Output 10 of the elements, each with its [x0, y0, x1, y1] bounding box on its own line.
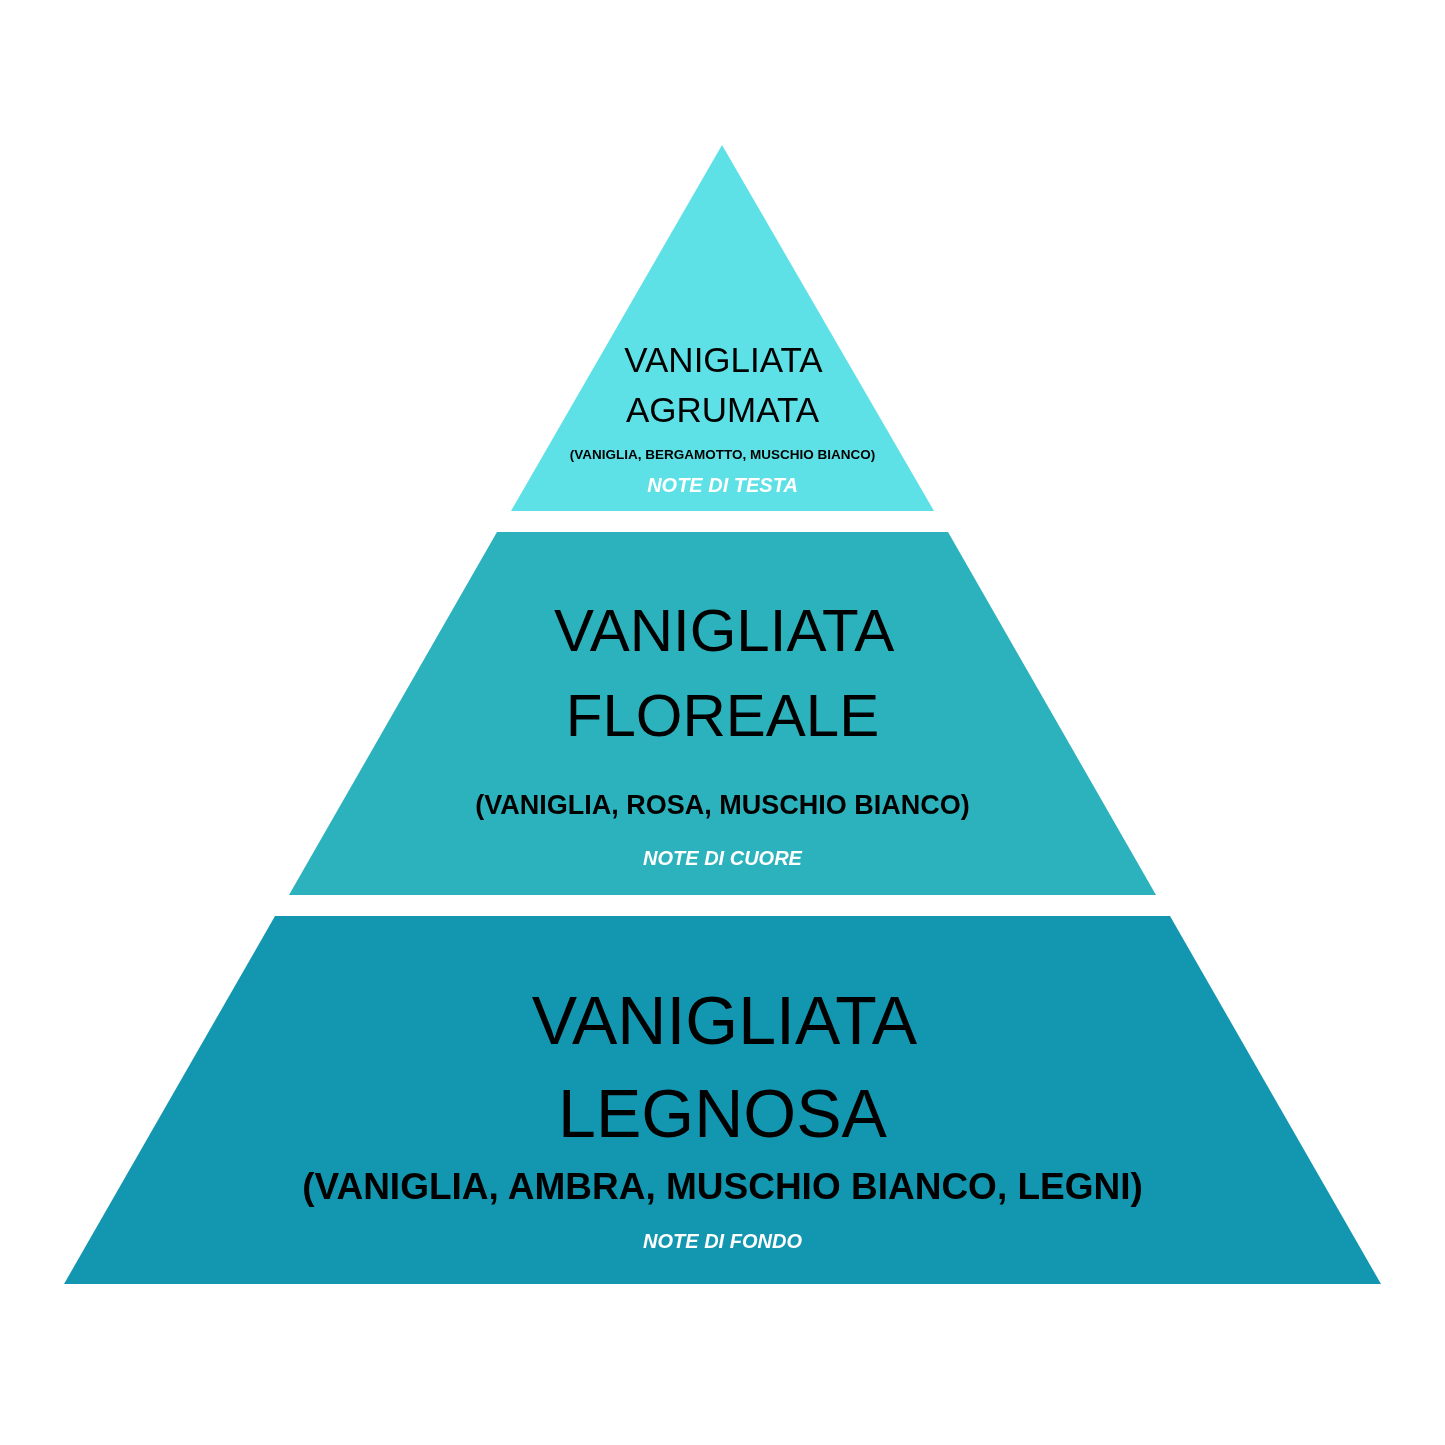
pyramid-top-tier [511, 145, 934, 511]
note-label: NOTE DI FONDO [643, 1229, 802, 1253]
pyramid-base-tier [64, 916, 1381, 1284]
ingredient-list: (VANIGLIA, ROSA, MUSCHIO BIANCO) [475, 789, 970, 821]
tier-title: VANIGLIATA AGRUMATA [624, 339, 821, 431]
pyramid-middle-tier [289, 532, 1156, 895]
ingredient-list: (VANIGLIA, BERGAMOTTO, MUSCHIO BIANCO) [569, 447, 876, 463]
note-label: NOTE DI TESTA [647, 473, 798, 497]
ingredient-list: (VANIGLIA, AMBRA, MUSCHIO BIANCO, LEGNI) [302, 1165, 1143, 1209]
note-label: NOTE DI CUORE [643, 846, 802, 870]
